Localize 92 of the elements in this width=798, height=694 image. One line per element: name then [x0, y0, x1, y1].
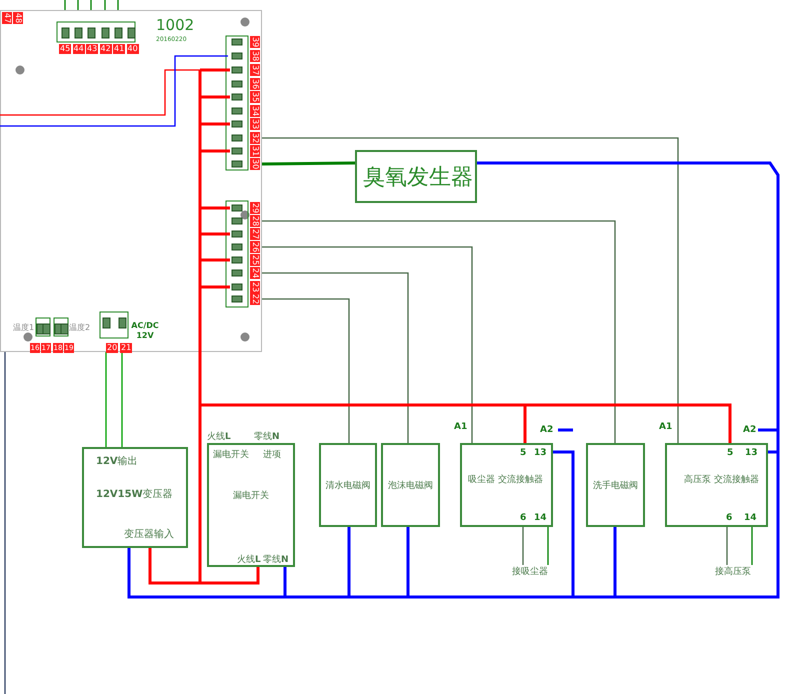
circuit-board [0, 10, 262, 352]
pin-number: 35 [250, 91, 260, 103]
pin-number: 22 [250, 293, 260, 305]
device-label: 漏电开关 [233, 490, 269, 502]
device-label: 进项 [263, 448, 281, 461]
device-label: 火线L [207, 430, 231, 443]
pin-number: 39 [250, 36, 260, 48]
pin-number: 40 [126, 44, 139, 54]
wire [262, 220, 616, 443]
wire-tag: A1 [659, 422, 672, 432]
contactor-box [460, 443, 553, 527]
pin-number: 21 [120, 343, 132, 353]
pin-number: 42 [100, 44, 112, 54]
device-label: 13 [534, 448, 547, 458]
pin-number: 37 [250, 64, 260, 76]
device-label: 高压泵 交流接触器 [684, 474, 759, 486]
board-text: AC/DC 12V [131, 321, 159, 341]
pin-number: 38 [250, 50, 260, 62]
pin-number: 36 [250, 78, 260, 90]
pin-number: 28 [250, 215, 260, 227]
pin-number: 48 [13, 12, 23, 24]
wire [262, 246, 473, 443]
wire [104, 0, 106, 10]
wire [547, 527, 549, 565]
device-label: 13 [745, 448, 758, 458]
device-label: 14 [534, 513, 547, 523]
transformer-box [82, 447, 188, 548]
device-label: 12V15W变压器 [96, 488, 173, 501]
pin-number: 30 [250, 158, 260, 170]
wire [726, 527, 728, 565]
wire [90, 0, 92, 10]
device-label: 零线N [254, 430, 280, 443]
wire [0, 55, 228, 127]
device-label: 5 [520, 448, 526, 458]
device-label: 清水电磁阀 [324, 480, 372, 492]
wire [117, 0, 119, 10]
wire [751, 527, 753, 565]
device-label: 漏电开关 [213, 448, 249, 461]
device-label: 6 [520, 513, 526, 523]
device-label: 变压器输入 [124, 528, 174, 541]
wire [284, 162, 780, 598]
wire [128, 548, 286, 598]
wire-tag: A2 [540, 425, 554, 435]
device-label: 吸尘器 交流接触器 [468, 474, 543, 486]
wire [0, 69, 200, 116]
pin-number: 27 [250, 228, 260, 240]
wire-tag: A1 [454, 422, 468, 432]
wire [121, 352, 123, 447]
wire [262, 298, 350, 443]
device-label: 14 [744, 513, 757, 523]
pin-number: 23 [250, 281, 260, 293]
pin-number: 41 [113, 44, 126, 54]
pin-number: 32 [250, 132, 260, 144]
pin-number: 44 [72, 44, 85, 54]
pin-number: 29 [250, 202, 260, 214]
device-label: 臭氧发生器 [363, 164, 473, 192]
wire [262, 162, 356, 166]
pin-number: 31 [250, 145, 260, 157]
wire [522, 527, 524, 565]
device-label: 火线L [237, 554, 261, 566]
pin-number: 33 [250, 118, 260, 130]
pin-number: 34 [250, 105, 260, 117]
device-label: 零线N [263, 554, 289, 566]
board-text: 温度1 [13, 322, 34, 333]
pin-number: 24 [250, 267, 260, 279]
valve-box [586, 443, 645, 527]
pin-number: 47 [2, 12, 12, 24]
valve-box [319, 443, 377, 527]
device-label: 6 [726, 513, 732, 523]
device-label: 12V输出 [96, 454, 138, 468]
device-box [355, 150, 477, 203]
contactor-box [665, 443, 768, 527]
pin-number: 20 [106, 343, 118, 353]
device-label: 洗手电磁阀 [592, 480, 639, 492]
wire [77, 0, 79, 10]
pin-number: 43 [86, 44, 98, 54]
board-text: 1002 [156, 16, 194, 34]
wire [4, 352, 6, 694]
wire [262, 272, 409, 443]
board-text: 温度2 [69, 322, 90, 333]
wire [64, 0, 66, 10]
wire [105, 352, 107, 447]
wire-note: 接吸尘器 [512, 565, 548, 578]
pin-number: 25 [250, 254, 260, 266]
device-label: 5 [727, 448, 734, 458]
device-label: 泡沫电磁阀 [387, 480, 434, 492]
valve-box [381, 443, 440, 527]
pin-number: 45 [59, 44, 72, 54]
wire-note: 接高压泵 [715, 565, 751, 578]
pin-number: 26 [250, 241, 260, 253]
wire [262, 137, 679, 443]
wire-tag: A2 [743, 425, 756, 435]
